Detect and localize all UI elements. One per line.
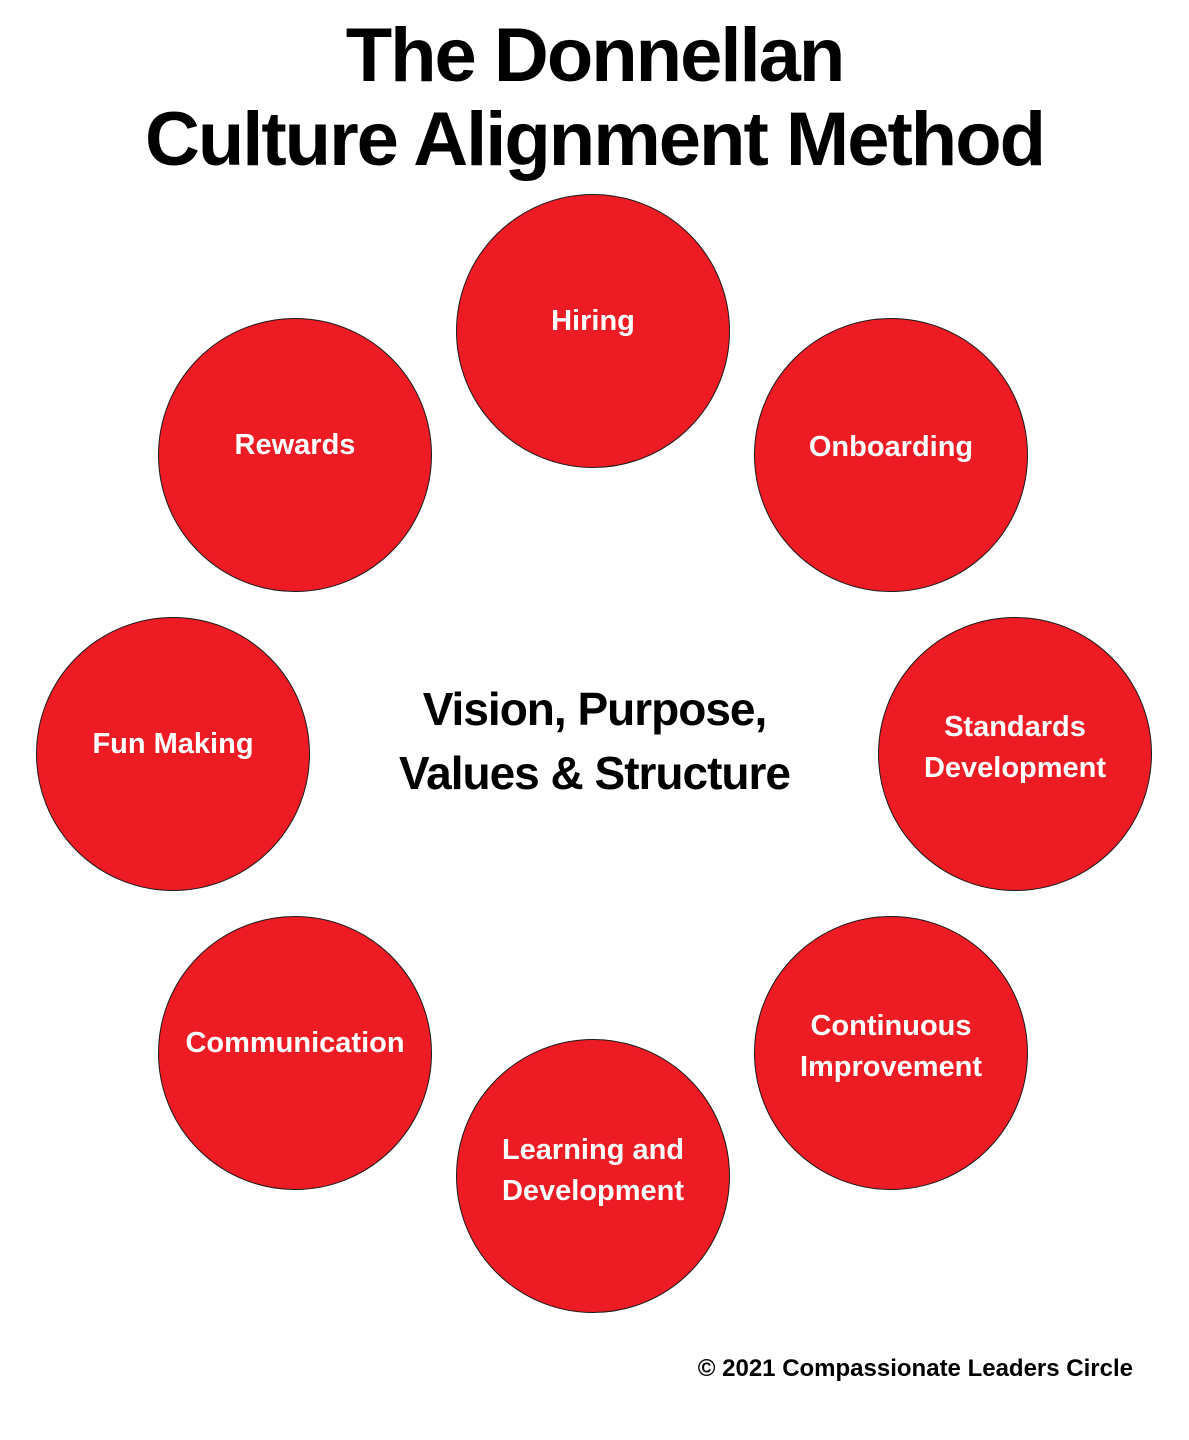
- node-continuous-improvement: Continuous Improvement: [754, 916, 1028, 1190]
- center-line-1: Vision, Purpose,: [422, 683, 768, 735]
- node-onboarding-label: Onboarding: [808, 431, 974, 463]
- node-continuous-label-line-2: Improvement: [799, 1051, 983, 1083]
- copyright-notice: © 2021 Compassionate Leaders Circle: [697, 1355, 1133, 1382]
- node-fun-making: Fun Making: [36, 617, 310, 891]
- node-fun-making-label: Fun Making: [92, 728, 254, 760]
- node-standards-label-line-2: Development: [923, 752, 1107, 784]
- node-standards-label-line-1: Standards: [944, 711, 1086, 743]
- title-line-1: The Donnellan: [345, 13, 846, 98]
- title-line-2: Culture Alignment Method: [144, 97, 1046, 182]
- diagram-title: The Donnellan Culture Alignment Method: [0, 14, 1189, 182]
- node-learning-label-line-2: Development: [501, 1175, 685, 1207]
- node-continuous-label-line-1: Continuous: [810, 1010, 972, 1042]
- node-rewards-label: Rewards: [234, 429, 356, 461]
- node-onboarding: Onboarding: [754, 318, 1028, 592]
- node-communication: Communication: [158, 916, 432, 1190]
- node-rewards: Rewards: [158, 318, 432, 592]
- center-core-text: Vision, Purpose, Values & Structure: [0, 677, 1189, 805]
- node-communication-label: Communication: [185, 1027, 405, 1059]
- node-hiring-label: Hiring: [551, 305, 635, 337]
- node-standards-development: Standards Development: [878, 617, 1152, 891]
- node-hiring: Hiring: [456, 194, 730, 468]
- node-learning-label-line-1: Learning and: [501, 1134, 685, 1166]
- center-line-2: Values & Structure: [398, 747, 791, 799]
- node-learning-and-development: Learning and Development: [456, 1039, 730, 1313]
